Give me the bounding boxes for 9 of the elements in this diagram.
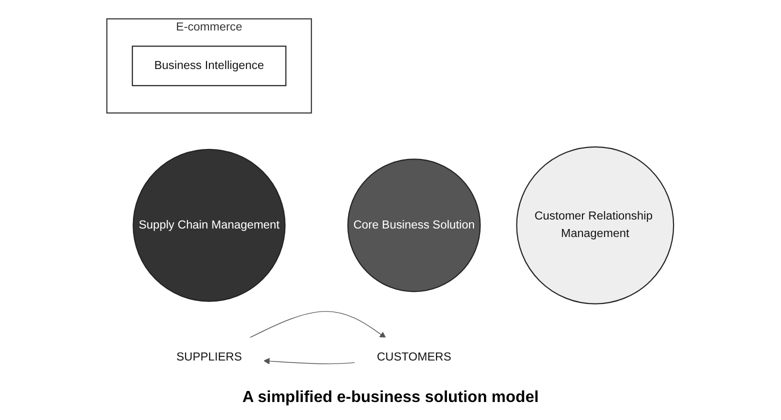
arrow	[264, 358, 356, 364]
node-text: CUSTOMERS	[377, 350, 452, 364]
node-box: Business Intelligence	[132, 46, 287, 86]
node-circle: Supply Chain Management	[132, 148, 286, 302]
node-circle: Core Business Solution	[348, 158, 482, 292]
node-text: SUPPLIERS	[176, 350, 242, 364]
arrow	[249, 311, 386, 338]
node-circle: Customer Relationship Management	[516, 146, 674, 304]
caption: A simplified e-business solution model	[242, 389, 539, 407]
